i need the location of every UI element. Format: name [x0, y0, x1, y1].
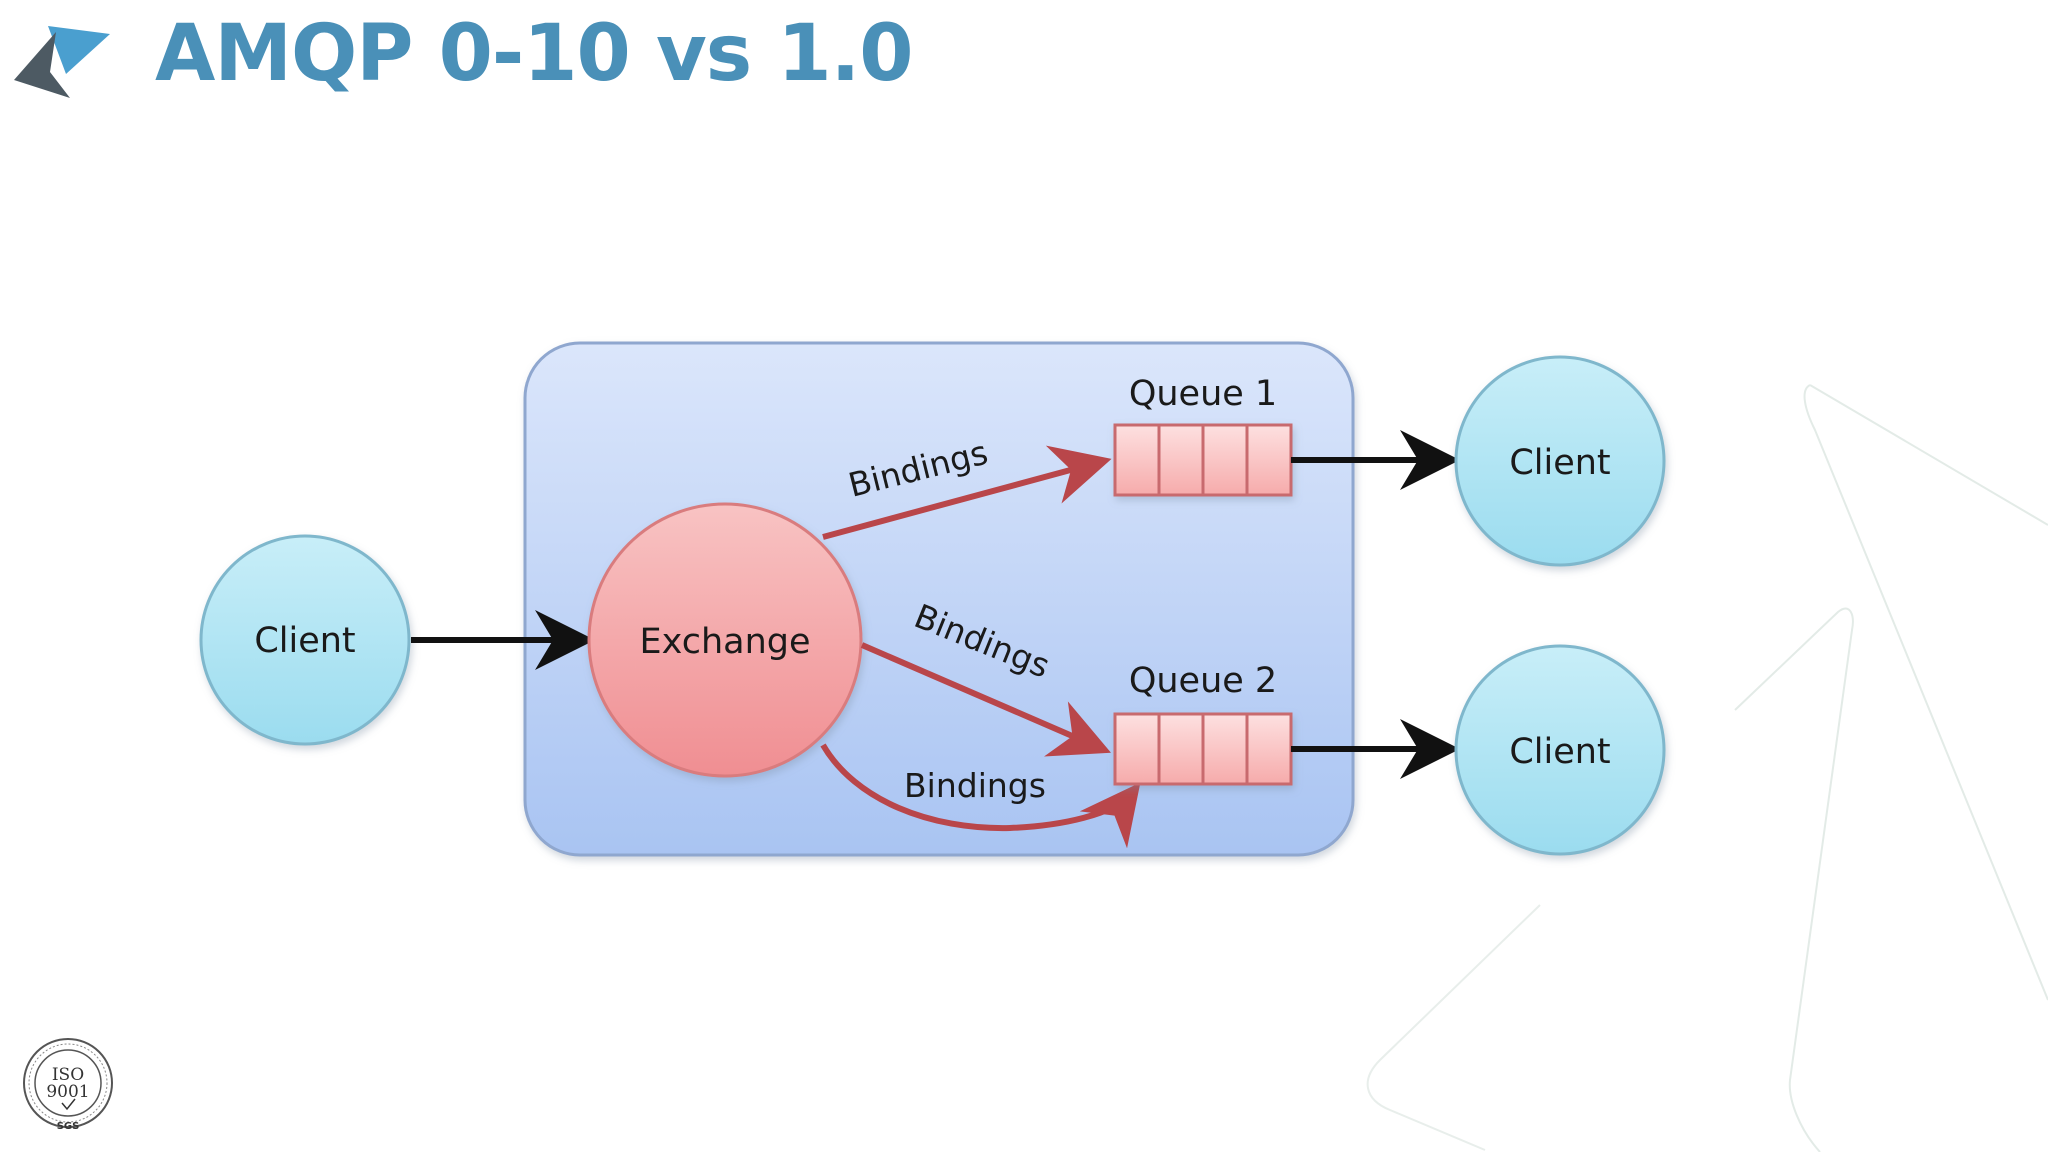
seal-sgs-text: SGS — [57, 1121, 80, 1132]
decorative-triangle-outline — [1803, 384, 2048, 1001]
binding-arrow-queue2-lower — [820, 743, 1141, 849]
exchange-label: Exchange — [639, 622, 810, 662]
client-left-label: Client — [254, 621, 355, 661]
decorative-arrow-outline — [1734, 607, 1854, 1152]
seal-iso-text: ISO — [52, 1065, 84, 1085]
queue1-label: Queue 1 — [1129, 374, 1277, 414]
client-right-bottom-node: Client — [1454, 644, 1666, 856]
logo-wing-grey — [14, 32, 70, 98]
client-right-top-label: Client — [1509, 443, 1610, 483]
seal-check-icon — [61, 1098, 76, 1111]
slide-title: AMQP 0-10 vs 1.0 — [155, 9, 914, 99]
exchange-node: Exchange — [587, 502, 863, 778]
client-left-node: Client — [199, 534, 411, 746]
queue2-label: Queue 2 — [1129, 661, 1277, 701]
client-right-bottom-label: Client — [1509, 732, 1610, 772]
seal-9001-text: 9001 — [46, 1082, 89, 1102]
logo-wing-blue — [48, 26, 110, 74]
binding-arrow-queue1 — [822, 445, 1112, 540]
queue2-node: Queue 2 — [1113, 661, 1293, 786]
iso-9001-seal: ISO 9001 SGS — [23, 1038, 113, 1132]
binding-arrow-queue2-upper — [860, 642, 1112, 757]
queue2-cells — [1113, 712, 1293, 786]
queue1-cells — [1113, 423, 1293, 497]
client-right-top-node: Client — [1454, 355, 1666, 567]
company-logo — [14, 26, 110, 98]
queue1-node: Queue 1 — [1113, 374, 1293, 497]
decorative-arrow-outline-lower — [1366, 904, 1541, 1151]
binding-label-queue2-lower: Bindings — [904, 766, 1046, 805]
